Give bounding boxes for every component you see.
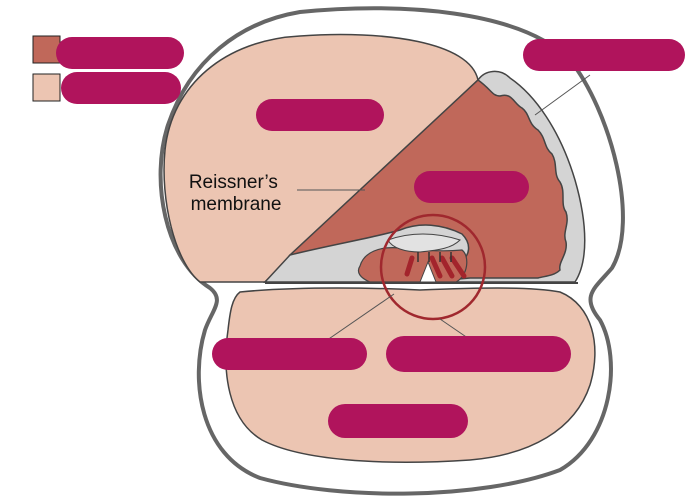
perilymph-swatch	[32, 73, 61, 102]
scala-vestibuli-label-mask	[256, 99, 384, 131]
tectorial-membrane	[387, 233, 461, 253]
scala-vestibuli	[163, 33, 479, 283]
hair-cells	[404, 252, 467, 283]
reissners-membrane-label-line1: Reissner’s	[189, 172, 278, 193]
outer-hair-cell-2	[439, 255, 455, 279]
reissners-membrane-label-line2: membrane	[191, 194, 282, 215]
outer-hair-cell-1	[429, 255, 443, 279]
legend-label-mask-2	[61, 72, 181, 104]
zoom-leader-left	[319, 293, 395, 346]
inner-hair-cell	[404, 255, 415, 277]
stria-leader	[534, 74, 591, 116]
scala-tympani	[225, 287, 596, 463]
scala-tympani-label-mask	[328, 404, 468, 438]
organ-left-label-mask	[212, 338, 367, 370]
organ-of-corti-zoom-circle	[379, 213, 487, 321]
scala-media-label-mask	[414, 171, 529, 203]
reissners-membrane-label: Reissner’s membrane	[189, 172, 283, 215]
organ-right-label-mask	[386, 336, 571, 372]
tunnel-of-corti	[419, 260, 437, 283]
outer-hair-cell-3	[449, 255, 467, 279]
stria-label-mask	[523, 39, 685, 71]
endolymph-swatch	[32, 35, 61, 64]
redacted-labels	[56, 37, 685, 438]
legend-label-mask-1	[56, 37, 184, 69]
